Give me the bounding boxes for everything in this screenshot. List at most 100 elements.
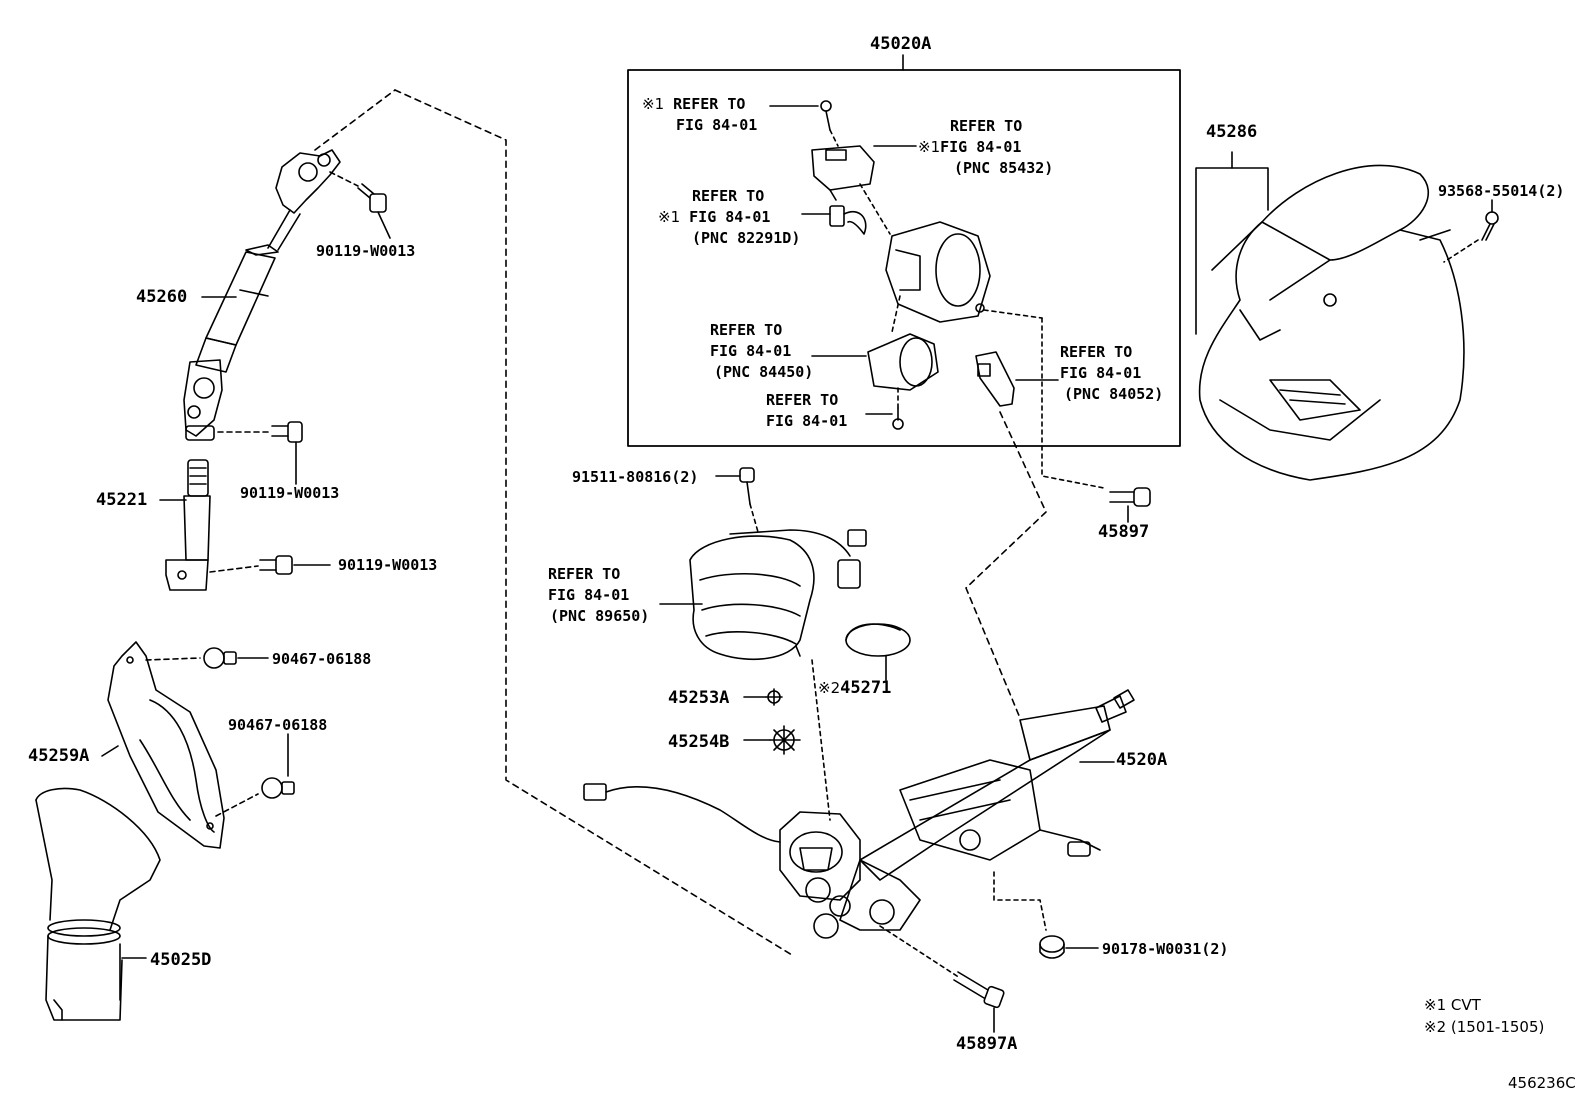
- mark-1a: ※1: [642, 95, 665, 113]
- part-label-45897[interactable]: 45897: [1098, 522, 1150, 542]
- refer-note-3: REFER TO ※1 FIG 84-01 (PNC 82291D): [658, 186, 800, 249]
- spiral-cable-89650: [689, 529, 867, 660]
- dash-bolt-top: [329, 171, 359, 187]
- part-label-45221[interactable]: 45221: [96, 490, 148, 510]
- ring-45271: [845, 623, 911, 657]
- part-label-45897a[interactable]: 45897A: [956, 1034, 1018, 1054]
- refer-note-2-line2[interactable]: FIG 84-01: [940, 138, 1022, 156]
- part-label-45259a[interactable]: 45259A: [28, 746, 90, 766]
- footnote-2: ※2 (1501-1505): [1424, 1018, 1545, 1036]
- dash-lock-45897: [1041, 317, 1105, 489]
- refer-note-7: REFER TO FIG 84-01 (PNC 89650): [548, 564, 649, 627]
- dashed-line-45260: [314, 89, 396, 151]
- refer-note-4-line1: REFER TO: [710, 321, 783, 339]
- part-label-45025d[interactable]: 45025D: [150, 950, 212, 970]
- dash-cable-column: [811, 659, 831, 821]
- group-box-45020a: [627, 69, 1181, 447]
- column-wire: [583, 783, 781, 843]
- dash-clip-2: [215, 793, 259, 817]
- column-cover-45286: [1198, 164, 1465, 481]
- intermediate-shaft-45260: [183, 149, 341, 441]
- screw-93568: [1481, 211, 1499, 241]
- refer-note-3-line3: (PNC 82291D): [692, 229, 801, 247]
- part-45254b: [769, 725, 801, 755]
- refer-note-6-line3: (PNC 84052): [1064, 385, 1164, 403]
- dashed-outline-main: [394, 89, 793, 956]
- refer-note-6-line2[interactable]: FIG 84-01: [1060, 364, 1142, 382]
- refer-note-6: REFER TO FIG 84-01 (PNC 84052): [1060, 342, 1163, 405]
- refer-note-1-line2[interactable]: FIG 84-01: [676, 116, 758, 134]
- mark-1c: ※1: [658, 208, 681, 226]
- group-label-45020a[interactable]: 45020A: [870, 34, 932, 54]
- mark-2: ※2: [818, 679, 841, 697]
- refer-note-2-line1: REFER TO: [950, 117, 1023, 135]
- nut-90178: [1039, 935, 1065, 959]
- part-84052: [975, 351, 1015, 407]
- part-label-90467-2[interactable]: 90467-06188: [228, 716, 328, 734]
- dash-switch: [859, 183, 891, 235]
- screw-top-ref: [820, 100, 832, 131]
- part-label-45253a[interactable]: 45253A: [668, 688, 730, 708]
- dash-lock-down: [891, 295, 901, 333]
- mark-1b: ※1: [918, 138, 941, 156]
- leader-45259a: [101, 745, 119, 757]
- part-84450: [867, 333, 939, 391]
- part-label-90119-mid[interactable]: 90119-W0013: [240, 484, 340, 502]
- bolt-45897: [1109, 487, 1151, 523]
- dash-lock-84052: [983, 309, 1043, 319]
- part-label-90178[interactable]: 90178-W0031(2): [1102, 940, 1229, 958]
- part-label-45254b[interactable]: 45254B: [668, 732, 730, 752]
- dash-lock-column: [965, 411, 1047, 719]
- dash-bolt-low: [209, 565, 259, 573]
- harness-82291d: [829, 205, 867, 235]
- dash-bolt-45897a: [879, 925, 961, 979]
- refer-note-7-line2[interactable]: FIG 84-01: [548, 586, 630, 604]
- bolt-91511: [739, 467, 755, 505]
- steering-shaft-45221: [165, 459, 211, 591]
- part-label-45271[interactable]: 45271: [840, 678, 892, 698]
- bolt-90119-top: [357, 183, 391, 239]
- part-label-45260[interactable]: 45260: [136, 287, 188, 307]
- refer-note-5: REFER TO FIG 84-01: [766, 390, 847, 432]
- part-45253a: [765, 688, 783, 706]
- dash-nut: [993, 871, 1047, 931]
- refer-note-3-line2[interactable]: FIG 84-01: [689, 208, 771, 226]
- lock-housing: [885, 221, 991, 323]
- dash-91511: [749, 503, 759, 533]
- part-label-45271-row: ※245271: [818, 678, 891, 698]
- refer-note-1: ※1 REFER TO FIG 84-01: [642, 94, 757, 136]
- refer-note-5-line2[interactable]: FIG 84-01: [766, 412, 848, 430]
- part-label-91511[interactable]: 91511-80816(2): [572, 468, 699, 486]
- dash-clip-1: [145, 657, 201, 661]
- clip-90467-1: [203, 647, 237, 669]
- refer-note-5-line1: REFER TO: [766, 391, 839, 409]
- bolt-45897a: [953, 971, 1005, 1033]
- part-label-90467-1[interactable]: 90467-06188: [272, 650, 372, 668]
- diagram-id: 456236C: [1508, 1074, 1576, 1092]
- part-label-90119-low[interactable]: 90119-W0013: [338, 556, 438, 574]
- part-label-90119-top[interactable]: 90119-W0013: [316, 242, 416, 260]
- refer-note-4: REFER TO FIG 84-01 (PNC 84450): [710, 320, 813, 383]
- refer-note-7-line1: REFER TO: [548, 565, 621, 583]
- refer-note-1-line1: REFER TO: [673, 95, 746, 113]
- refer-note-3-line1: REFER TO: [692, 187, 765, 205]
- part-label-45286[interactable]: 45286: [1206, 122, 1258, 142]
- refer-note-2: REFER TO ※1FIG 84-01 (PNC 85432): [918, 116, 1053, 179]
- boot-45025d: [35, 787, 161, 1021]
- bolt-90119-mid: [271, 421, 303, 485]
- refer-note-6-line1: REFER TO: [1060, 343, 1133, 361]
- refer-note-7-line3: (PNC 89650): [550, 607, 650, 625]
- screw-lower-ref: [892, 407, 904, 430]
- dash-screw-cover: [1443, 239, 1479, 263]
- part-label-93568[interactable]: 93568-55014(2): [1438, 182, 1565, 200]
- bolt-90119-low: [259, 555, 293, 575]
- column-cover-45259a: [107, 641, 225, 849]
- refer-note-4-line2[interactable]: FIG 84-01: [710, 342, 792, 360]
- switch-85432: [811, 145, 875, 201]
- dash-screw-top: [829, 129, 839, 147]
- part-label-4520a[interactable]: 4520A: [1116, 750, 1168, 770]
- refer-note-2-line3: (PNC 85432): [954, 159, 1054, 177]
- footnote-1: ※1 CVT: [1424, 996, 1481, 1014]
